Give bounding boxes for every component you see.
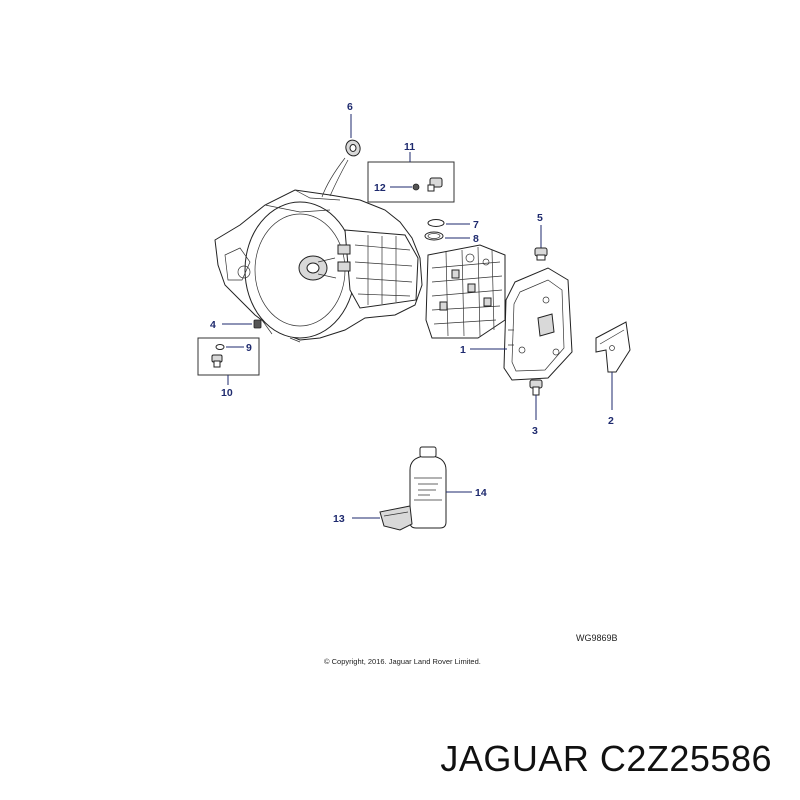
callout-11: 11 [404, 141, 415, 153]
callout-2: 2 [608, 415, 614, 427]
callout-6: 6 [347, 101, 353, 113]
part-10-kit-box: 9 10 [197, 337, 260, 399]
part-2-bracket: 2 [595, 321, 631, 427]
callout-1: 1 [460, 344, 466, 356]
callout-8: 8 [473, 233, 479, 245]
part-4-bolt: 4 [210, 319, 262, 331]
part-13-filter-pack: 13 [333, 505, 413, 531]
valve-body-cover [503, 267, 573, 381]
callout-12: 12 [374, 182, 386, 194]
brand-part-number-caption: JAGUAR C2Z25586 [440, 738, 772, 779]
callout-4: 4 [210, 319, 216, 331]
part-1-valve-body [425, 244, 506, 339]
part-8-oring: 8 [424, 231, 479, 245]
callout-5: 5 [537, 212, 543, 224]
part-11-kit-box: 11 12 [367, 141, 455, 203]
part-11-bolt [427, 177, 443, 192]
part-9-washer [215, 344, 225, 350]
callout-3: 3 [532, 425, 538, 437]
figure-reference: WG9869B [576, 633, 618, 643]
part-14-fluid-bottle: 14 [409, 446, 487, 529]
part-5-sensor: 5 [534, 212, 548, 261]
part-3-bolt: 3 [529, 379, 543, 437]
callout-13: 13 [333, 513, 345, 525]
callout-7: 7 [473, 219, 479, 231]
part-7-oring: 7 [427, 219, 479, 231]
copyright-notice: © Copyright, 2016. Jaguar Land Rover Lim… [324, 657, 481, 666]
callout-14: 14 [475, 487, 487, 499]
callout-10: 10 [221, 387, 233, 399]
transmission-housing [214, 157, 423, 343]
part-10-plug [211, 354, 223, 368]
part-6-seal: 6 [345, 101, 361, 157]
part-12-washer [412, 183, 420, 191]
callout-9: 9 [246, 342, 252, 354]
